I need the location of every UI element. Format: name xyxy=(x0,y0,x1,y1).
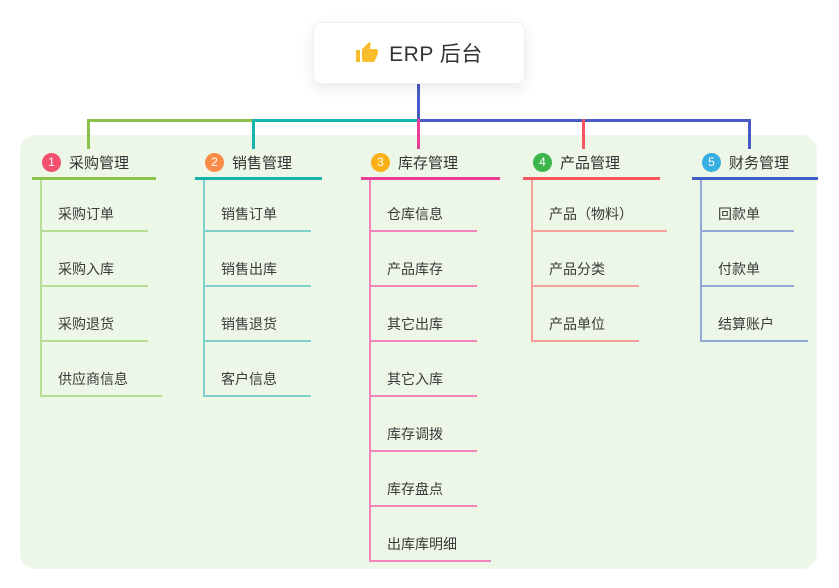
connector-branch4-drop xyxy=(582,119,585,149)
child-node: 其它入库 xyxy=(369,342,491,397)
child-node-label[interactable]: 采购退货 xyxy=(40,314,148,342)
branch-number-badge: 4 xyxy=(533,152,552,172)
child-node-label[interactable]: 采购入库 xyxy=(40,259,148,287)
child-node-label[interactable]: 仓库信息 xyxy=(369,204,477,232)
child-node-label[interactable]: 销售退货 xyxy=(203,314,311,342)
branch-header[interactable]: 3 库存管理 xyxy=(361,147,500,180)
child-node-label[interactable]: 销售订单 xyxy=(203,204,311,232)
branch-children: 产品（物料） 产品分类 产品单位 xyxy=(531,177,667,342)
branch-number-badge: 2 xyxy=(205,152,224,172)
branch-header[interactable]: 5 财务管理 xyxy=(692,147,818,180)
child-node-label[interactable]: 库存盘点 xyxy=(369,479,477,507)
child-node: 仓库信息 xyxy=(369,177,491,232)
branch-spine-line xyxy=(531,180,533,342)
child-node-label[interactable]: 产品库存 xyxy=(369,259,477,287)
child-node-label[interactable]: 出库库明细 xyxy=(369,534,491,562)
connector-branch2-horizontal xyxy=(252,119,420,122)
branch-finance: 5 财务管理 回款单 付款单 结算账户 xyxy=(692,147,818,342)
connector-branch2-drop xyxy=(252,119,255,149)
child-node-label[interactable]: 销售出库 xyxy=(203,259,311,287)
branch-title: 财务管理 xyxy=(729,154,790,172)
branch-header[interactable]: 1 采购管理 xyxy=(32,147,156,180)
branch-children: 销售订单 销售出库 销售退货 客户信息 xyxy=(203,177,311,397)
child-node: 产品单位 xyxy=(531,287,667,342)
child-node: 供应商信息 xyxy=(40,342,162,397)
connector-branch1-drop xyxy=(87,119,90,149)
child-node-label[interactable]: 结算账户 xyxy=(700,314,808,342)
child-node-label[interactable]: 产品单位 xyxy=(531,314,639,342)
child-node: 客户信息 xyxy=(203,342,311,397)
branch-purchase: 1 采购管理 采购订单 采购入库 采购退货 供应商信息 xyxy=(32,147,162,397)
child-node: 采购退货 xyxy=(40,287,162,342)
branch-title: 产品管理 xyxy=(560,154,621,172)
child-node-label[interactable]: 回款单 xyxy=(700,204,794,232)
branch-spine-line xyxy=(40,180,42,397)
branch-spine-line xyxy=(700,180,702,342)
child-node-label[interactable]: 其它出库 xyxy=(369,314,477,342)
branch-header[interactable]: 4 产品管理 xyxy=(523,147,660,180)
child-node-label[interactable]: 采购订单 xyxy=(40,204,148,232)
child-node: 采购订单 xyxy=(40,177,162,232)
child-node: 销售订单 xyxy=(203,177,311,232)
child-node-label[interactable]: 产品分类 xyxy=(531,259,639,287)
branch-children: 仓库信息 产品库存 其它出库 其它入库 库存调拨 库存盘点 出库库明细 xyxy=(369,177,491,562)
child-node: 付款单 xyxy=(700,232,808,287)
child-node: 产品（物料） xyxy=(531,177,667,232)
root-node[interactable]: ERP 后台 xyxy=(313,22,525,84)
connector-branch1-horizontal xyxy=(87,119,254,122)
child-node: 回款单 xyxy=(700,177,808,232)
child-node-label[interactable]: 产品（物料） xyxy=(531,204,667,232)
branch-header[interactable]: 2 销售管理 xyxy=(195,147,322,180)
child-node-label[interactable]: 客户信息 xyxy=(203,369,311,397)
connector-branch3-drop xyxy=(417,119,420,149)
connector-branch5-drop xyxy=(748,119,751,149)
root-title: ERP 后台 xyxy=(389,43,483,66)
child-node-label[interactable]: 库存调拨 xyxy=(369,424,477,452)
child-node: 销售退货 xyxy=(203,287,311,342)
branch-sales: 2 销售管理 销售订单 销售出库 销售退货 客户信息 xyxy=(195,147,322,397)
child-node: 出库库明细 xyxy=(369,507,491,562)
branch-spine-line xyxy=(369,180,371,562)
child-node: 产品分类 xyxy=(531,232,667,287)
branch-number-badge: 3 xyxy=(371,152,390,172)
branch-title: 库存管理 xyxy=(398,154,459,172)
child-node: 库存调拨 xyxy=(369,397,491,452)
child-node-label[interactable]: 其它入库 xyxy=(369,369,477,397)
child-node-label[interactable]: 供应商信息 xyxy=(40,369,162,397)
branch-children: 回款单 付款单 结算账户 xyxy=(700,177,808,342)
root-connector-line xyxy=(417,82,420,122)
child-node: 产品库存 xyxy=(369,232,491,287)
child-node: 其它出库 xyxy=(369,287,491,342)
child-node: 采购入库 xyxy=(40,232,162,287)
child-node: 销售出库 xyxy=(203,232,311,287)
child-node: 库存盘点 xyxy=(369,452,491,507)
thumbs-up-icon xyxy=(355,41,379,65)
child-node: 结算账户 xyxy=(700,287,808,342)
child-node-label[interactable]: 付款单 xyxy=(700,259,794,287)
branch-number-badge: 1 xyxy=(42,152,61,172)
branch-inventory: 3 库存管理 仓库信息 产品库存 其它出库 其它入库 库存调拨 库存盘点 出库库… xyxy=(361,147,500,562)
branch-title: 采购管理 xyxy=(69,154,130,172)
branch-number-badge: 5 xyxy=(702,152,721,172)
branches-panel xyxy=(20,135,817,569)
branch-product: 4 产品管理 产品（物料） 产品分类 产品单位 xyxy=(523,147,667,342)
branch-title: 销售管理 xyxy=(232,154,293,172)
branch-spine-line xyxy=(203,180,205,397)
branch-children: 采购订单 采购入库 采购退货 供应商信息 xyxy=(40,177,162,397)
